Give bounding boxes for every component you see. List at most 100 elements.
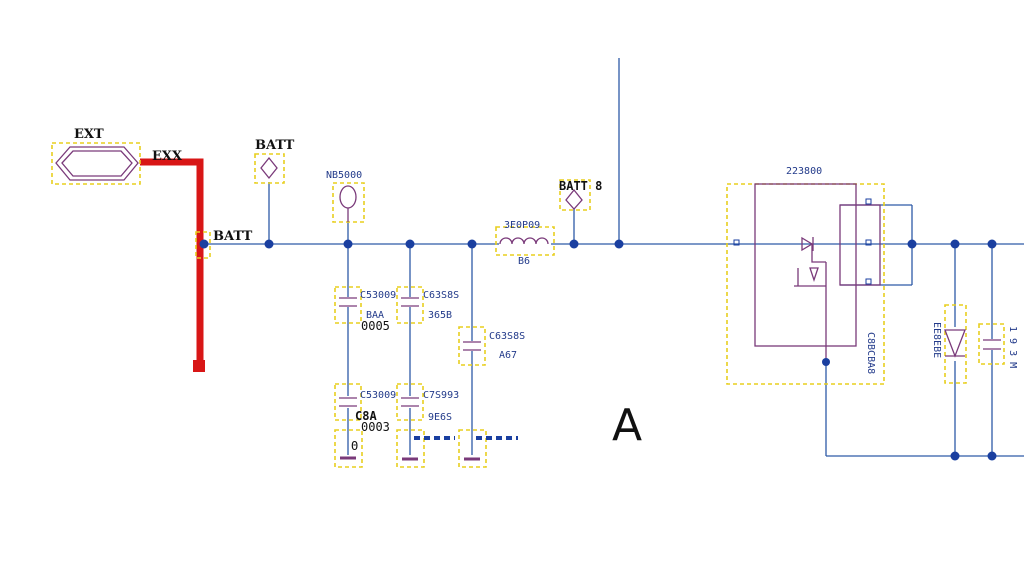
ext-connector-box	[51, 142, 141, 185]
node-batt-tag	[569, 239, 579, 249]
ext-connector: EXT EXX	[51, 127, 183, 185]
capacitor-c5-gap	[401, 396, 419, 408]
batt-test-point-label: BATT	[255, 138, 295, 153]
capacitor-c3-gap	[463, 341, 481, 351]
capacitor-c6-box	[978, 323, 1005, 365]
node-top-vertical	[614, 239, 624, 249]
tvs-diode-side-label: EE8EBE	[931, 322, 942, 358]
node-batt-test	[264, 239, 274, 249]
capacitor-c2-ref: C63S8S	[423, 290, 459, 301]
ground-1-box	[334, 429, 363, 468]
batt-junction: BATT	[195, 229, 253, 259]
ext-connector-label: EXT	[74, 127, 104, 142]
capacitor-c2-value: 365B	[428, 310, 452, 321]
capacitor-c2-gap	[401, 297, 419, 307]
ext-red-trace-end	[193, 360, 205, 372]
ic-side-label: C8BCBA8	[865, 332, 876, 374]
capacitor-c3: C63S8S A67	[458, 326, 525, 366]
batt-test-point-box	[254, 153, 285, 184]
capacitor-c4-extra: 0003	[361, 420, 390, 434]
ext-net-label: EXX	[152, 149, 183, 164]
capacitor-c4-value: C8A	[355, 409, 377, 423]
junction-nodes	[199, 239, 997, 461]
ext-connector-shape-inner	[61, 150, 133, 177]
center-letter-label: A	[612, 400, 642, 451]
capacitor-c1-extra: 0005	[361, 319, 390, 333]
batt-test-point: BATT	[254, 138, 295, 184]
tvs-diode-gap	[946, 327, 965, 361]
ground-2-box	[396, 429, 425, 468]
inductor: 3E0P09 B6	[495, 220, 555, 267]
node-ic-output	[907, 239, 917, 249]
ic-pin-right-1	[865, 198, 872, 205]
tvs-diode-box	[944, 304, 967, 384]
node-cap6-top	[987, 239, 997, 249]
capacitor-c1: C53009 BAA 0005	[334, 286, 396, 333]
capacitor-c1-gap	[339, 297, 357, 307]
capacitor-c3-box	[458, 326, 486, 366]
node-ic-ground	[822, 358, 830, 366]
node-diode-top	[950, 239, 960, 249]
ic-pin-left	[733, 239, 740, 246]
capacitor-c6-gap	[983, 339, 1001, 350]
node-cap-col-1	[343, 239, 353, 249]
batt-junction-label: BATT	[213, 229, 253, 244]
batt-tag-box	[559, 179, 591, 211]
capacitor-c1-box	[334, 286, 362, 324]
capacitor-c6: 1 9 3 M	[978, 323, 1018, 368]
capacitor-c1-value: BAA	[366, 310, 384, 321]
capacitor-c5: C7S993 9E6S	[396, 383, 459, 423]
capacitor-c5-value: 9E6S	[428, 412, 452, 423]
inductor-coil	[499, 237, 549, 245]
nb-test-point-symbol	[339, 185, 357, 209]
batt-test-point-diamond	[260, 156, 278, 180]
ground-3-box	[458, 429, 487, 468]
batt-tag-label: BATT 8	[559, 179, 602, 193]
inductor-box	[495, 226, 555, 256]
ic-outer-box	[726, 183, 885, 385]
ground-symbols: Θ	[334, 429, 518, 468]
ic-output-block	[839, 204, 881, 286]
capacitor-c4: C53009 C8A 0003	[334, 383, 396, 434]
node-diode-bottom	[950, 451, 960, 461]
nb-test-point: NB5000	[326, 170, 365, 223]
tvs-diode-triangle	[944, 329, 966, 358]
node-cap-col-3	[467, 239, 477, 249]
capacitor-c4-ref: C53009	[360, 390, 396, 401]
nb-test-point-label: NB5000	[326, 170, 362, 181]
batt-junction-box	[195, 231, 211, 259]
inductor-gap	[499, 237, 551, 251]
node-batt-junction	[199, 239, 209, 249]
batt-tag-diamond	[565, 188, 583, 210]
ic-pin-right-3	[865, 278, 872, 285]
capacitor-c4-gap	[339, 396, 357, 408]
capacitor-c1-ref: C53009	[360, 290, 396, 301]
inductor-value-label: B6	[518, 256, 530, 267]
highlighted-ext-trace	[140, 158, 205, 372]
capacitor-c5-box	[396, 383, 424, 421]
ic-body	[754, 183, 857, 347]
node-cap6-bottom	[987, 451, 997, 461]
ic-body-diode	[801, 236, 814, 252]
wires	[204, 58, 1024, 457]
capacitor-c4-box	[334, 383, 362, 421]
inductor-ref-label: 3E0P09	[504, 220, 540, 231]
ic-mosfet-arrow	[809, 267, 819, 283]
capacitor-c3-value: A67	[499, 350, 517, 361]
ground-1-mark: Θ	[351, 439, 358, 453]
ic-pin-right-2	[865, 239, 872, 246]
capacitor-c6-side-label: 1 9 3 M	[1007, 326, 1018, 368]
ic-block: 223800 C8BCBA8	[726, 166, 885, 385]
tvs-diode: EE8EBE	[931, 304, 967, 384]
capacitor-c3-ref: C63S8S	[489, 331, 525, 342]
capacitor-c2-box	[396, 286, 424, 324]
capacitor-c5-ref: C7S993	[423, 390, 459, 401]
ext-connector-shape	[55, 146, 139, 181]
ic-mosfet-drain	[811, 244, 826, 263]
ext-red-trace	[140, 158, 204, 368]
batt-tag: BATT 8	[559, 179, 602, 211]
node-cap-col-2	[405, 239, 415, 249]
ic-ref-label: 223800	[786, 166, 822, 177]
capacitor-c2: C63S8S 365B	[396, 286, 459, 324]
